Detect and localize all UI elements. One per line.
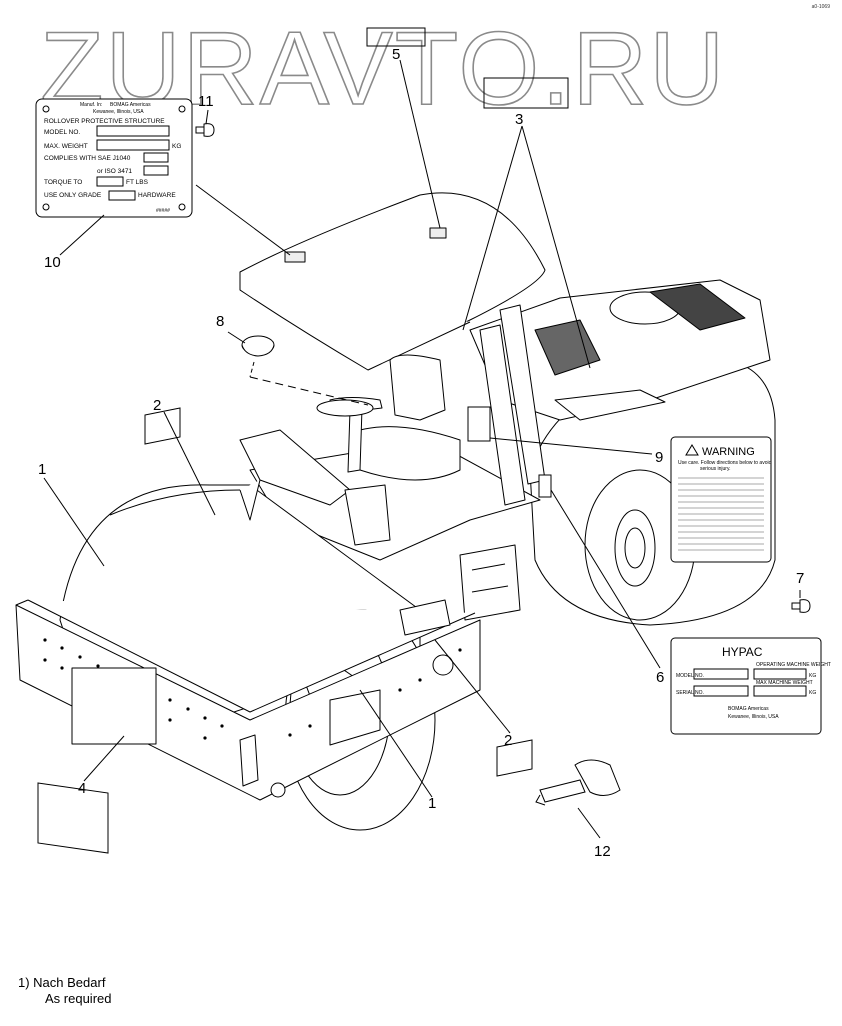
callouts: 1 1 2 2 3 4 5 6 7 8 9 10 11 12 bbox=[38, 46, 804, 860]
decals bbox=[37, 335, 811, 854]
rops-model-no: MODEL NO. bbox=[44, 129, 80, 136]
frame-rivets bbox=[43, 638, 462, 740]
warning-decal: WARNING Use care. Follow directions belo… bbox=[670, 436, 772, 563]
hypac-max-weight: MAX MACHINE WEIGHT bbox=[756, 680, 813, 686]
callout-3: 3 bbox=[515, 111, 523, 128]
rops-complies: COMPLIES WITH SAE J1040 bbox=[44, 155, 131, 162]
callout-1-top: 1 bbox=[38, 461, 46, 478]
rops-iso: or ISO 3471 bbox=[97, 168, 132, 175]
warning-line1: Use care. Follow directions below to avo… bbox=[678, 460, 772, 466]
rops-header-left: Manuf. In: bbox=[80, 102, 102, 108]
callout-11: 11 bbox=[198, 93, 214, 110]
rops-hardware: HARDWARE bbox=[138, 192, 176, 199]
leader-lines bbox=[43, 59, 801, 839]
hypac-kg-1: KG bbox=[809, 673, 816, 679]
callout-7: 7 bbox=[796, 570, 804, 587]
hypac-serial-no: SERIAL NO. bbox=[676, 690, 704, 696]
rops-header-sub: Kewanee, Illinois, USA bbox=[93, 109, 144, 115]
callout-2-top: 2 bbox=[153, 397, 161, 414]
rops-title: ROLLOVER PROTECTIVE STRUCTURE bbox=[44, 118, 165, 125]
hypac-plate-text: HYPAC OPERATING MACHINE WEIGHT MODEL NO.… bbox=[676, 645, 831, 720]
hypac-plate bbox=[670, 637, 822, 735]
rops-kg: KG bbox=[172, 143, 181, 150]
callout-9: 9 bbox=[655, 449, 663, 466]
hypac-kg-2: KG bbox=[809, 690, 816, 696]
callout-6: 6 bbox=[656, 669, 664, 686]
warning-decal-body-lines bbox=[678, 477, 764, 551]
callout-2-bottom: 2 bbox=[504, 732, 512, 749]
rops-ft-lbs: FT LBS bbox=[126, 179, 149, 186]
footnote: 1) Nach Bedarf As required bbox=[18, 975, 111, 1007]
hypac-op-weight: OPERATING MACHINE WEIGHT bbox=[756, 662, 831, 668]
roller-machine-drawing bbox=[15, 192, 776, 831]
callout-8: 8 bbox=[216, 313, 224, 330]
hypac-model-no: MODEL NO. bbox=[676, 673, 704, 679]
rops-max-weight: MAX. WEIGHT bbox=[44, 143, 88, 150]
warning-title: WARNING bbox=[702, 446, 755, 458]
rops-header-right: BOMAG Americas bbox=[110, 102, 151, 108]
callout-1-bottom: 1 bbox=[428, 795, 436, 812]
callout-5: 5 bbox=[392, 46, 400, 63]
callout-4: 4 bbox=[78, 780, 86, 797]
rops-plate-text: Manuf. In: BOMAG Americas Kewanee, Illin… bbox=[44, 102, 181, 214]
footnote-line2: As required bbox=[45, 991, 112, 1006]
warning-line2: serious injury. bbox=[700, 466, 730, 472]
hypac-city: Kewanee, Illinois, USA bbox=[728, 714, 779, 720]
screw-icon bbox=[195, 123, 215, 137]
key-icon bbox=[535, 759, 621, 806]
rops-torque: TORQUE TO bbox=[44, 179, 82, 186]
callout-12: 12 bbox=[594, 843, 611, 860]
footnote-line1: 1) Nach Bedarf bbox=[18, 975, 106, 990]
hypac-brand: HYPAC bbox=[722, 645, 763, 659]
callout-10: 10 bbox=[44, 254, 61, 271]
rops-part-no: ##### bbox=[156, 208, 170, 214]
rops-plate bbox=[35, 98, 193, 218]
label-stickers bbox=[366, 27, 569, 109]
corner-code: a0-1069 bbox=[811, 4, 830, 10]
rops-use-only: USE ONLY GRADE bbox=[44, 192, 102, 199]
hypac-made-in: BOMAG Americas bbox=[728, 706, 769, 712]
